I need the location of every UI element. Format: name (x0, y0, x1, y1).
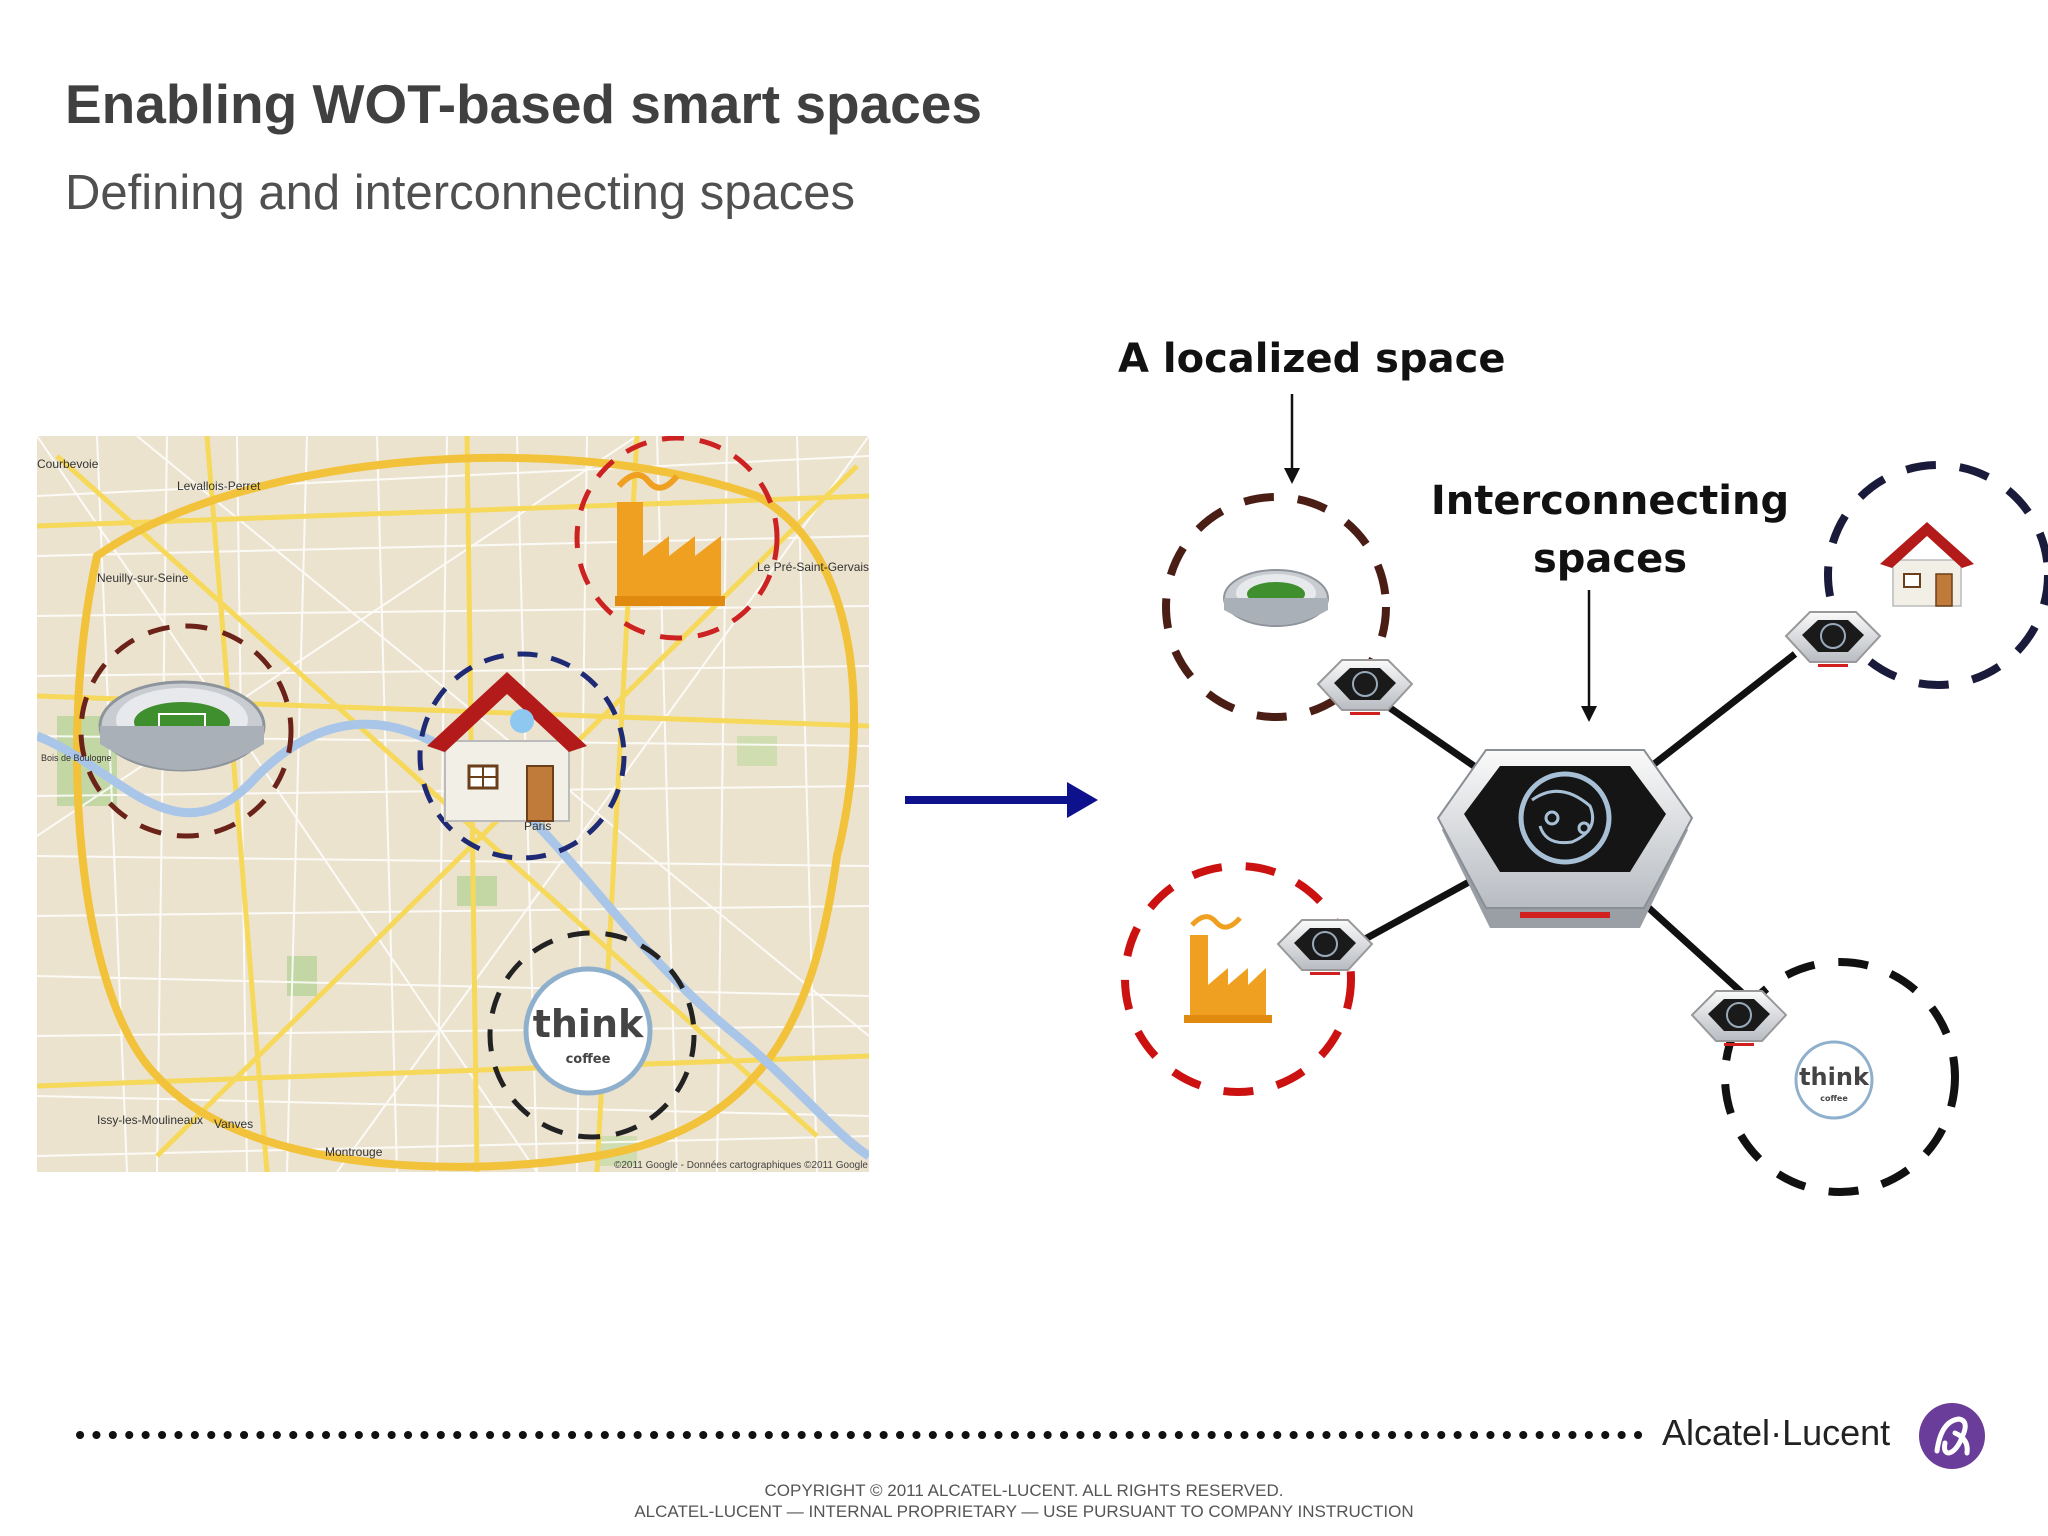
connection-lines (1343, 651, 1798, 1003)
park-area (737, 736, 777, 766)
map-attribution: ©2011 Google - Données cartographiques ©… (614, 1160, 868, 1171)
place-label: Montrouge (325, 1145, 383, 1159)
think-coffee-logo: think coffee (523, 966, 653, 1096)
localized-callout-arrowhead (1284, 468, 1300, 484)
house-icon (1880, 522, 1974, 607)
place-label: Courbevoie (37, 457, 99, 471)
factory-space-ring (574, 436, 780, 641)
think-word: think (533, 1002, 644, 1046)
place-label: Paris (524, 819, 551, 833)
home-space-ring (417, 651, 627, 861)
ring-road (73, 453, 859, 1171)
copyright-notice: COPYRIGHT © 2011 ALCATEL-LUCENT. ALL RIG… (0, 1480, 2048, 1522)
coffee-word: coffee (566, 1052, 611, 1067)
alcatel-lucent-logo-icon (1919, 1403, 1985, 1469)
localized-space-label: A localized space (1118, 336, 1506, 382)
paris-map: Courbevoie Levallois-Perret Neuilly-sur-… (37, 436, 869, 1172)
coffee-word: coffee (1820, 1094, 1848, 1103)
place-label: Vanves (214, 1117, 253, 1131)
factory-space-ring (1121, 862, 1355, 1096)
interconnect-callout-arrowhead (1581, 706, 1597, 722)
interconnecting-label-line2: spaces (1532, 536, 1688, 582)
brand-left: Alcatel (1662, 1412, 1771, 1453)
coffee-space-ring (1721, 958, 1959, 1196)
stadium-space-ring (78, 623, 294, 839)
place-label: Issy-les-Moulineaux (97, 1113, 203, 1127)
place-label: Levallois-Perret (177, 479, 261, 493)
factory-icon (615, 472, 725, 606)
house-icon (427, 672, 587, 822)
brand-right: Lucent (1782, 1412, 1891, 1453)
dotted-separator (76, 1431, 1649, 1439)
slide-subtitle: Defining and interconnecting spaces (65, 166, 855, 220)
factory-icon (1184, 914, 1272, 1023)
stadium-space-ring (1162, 493, 1390, 721)
gateway-node-icon (1784, 611, 1882, 667)
place-label: Bois de Boulogne (41, 753, 112, 763)
place-label: Neuilly-sur-Seine (97, 571, 189, 585)
gateway-node-icon (1276, 919, 1374, 975)
stadium-icon (1223, 569, 1329, 627)
coffee-space-ring (487, 930, 697, 1140)
interconnecting-label-line1: Interconnecting (1430, 478, 1790, 524)
transition-arrow (905, 782, 1098, 818)
think-coffee-logo: think coffee (1794, 1040, 1874, 1120)
stadium-icon (98, 680, 266, 772)
place-label: Le Pré-Saint-Gervais (757, 560, 869, 574)
slide-title: Enabling WOT-based smart spaces (65, 73, 982, 135)
gateway-node-icon (1690, 990, 1788, 1046)
brand-dot: · (1770, 1412, 1783, 1453)
think-word: think (1799, 1063, 1870, 1091)
gateway-node-icon (1316, 659, 1414, 715)
interconnecting-spaces-label: Interconnecting spaces (1430, 472, 1790, 588)
copyright-line1: COPYRIGHT © 2011 ALCATEL-LUCENT. ALL RIG… (764, 1481, 1284, 1500)
park-area (457, 876, 497, 906)
copyright-line2: ALCATEL-LUCENT — INTERNAL PROPRIETARY — … (634, 1502, 1414, 1521)
alcatel-lucent-wordmark: Alcatel·Lucent (1662, 1412, 1890, 1454)
home-space-ring (1824, 461, 2048, 689)
central-hub-icon (1436, 749, 1694, 928)
